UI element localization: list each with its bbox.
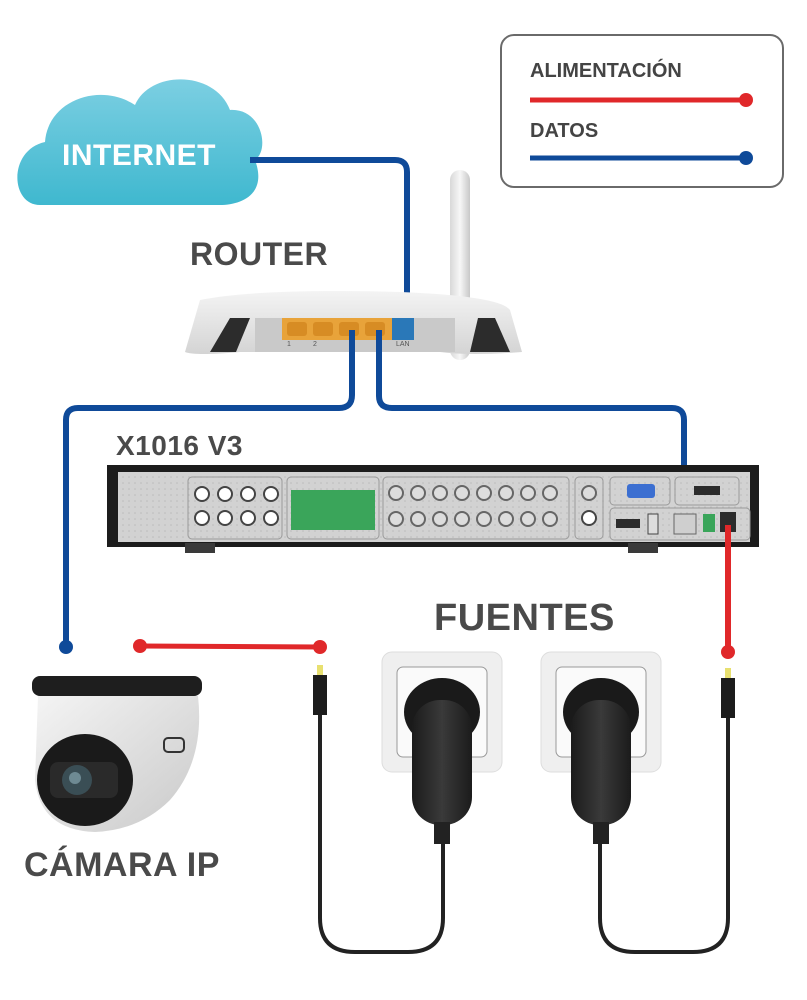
power-cord-left <box>318 715 445 954</box>
router-label: ROUTER <box>190 236 329 272</box>
dvr-model-label: X1016 V3 <box>116 430 243 461</box>
dc-plug-icon <box>313 665 327 715</box>
legend-data-line <box>530 151 753 165</box>
legend-power-label: ALIMENTACIÓN <box>530 60 682 82</box>
legend-data-label: DATOS <box>530 120 599 142</box>
legend-power-line <box>530 93 753 107</box>
router-port-2-label: 2 <box>313 341 317 348</box>
router-port-1-label: 1 <box>287 341 291 348</box>
internet-cloud-icon <box>17 79 263 205</box>
power-cable-camera <box>139 643 321 650</box>
router-port-lan-label: LAN <box>396 341 410 348</box>
ip-camera-icon <box>32 676 202 832</box>
legend: ALIMENTACIÓN DATOS <box>500 34 784 188</box>
dvr-icon <box>107 465 759 553</box>
power-adapter-icon <box>404 678 480 844</box>
data-cable-router-dvr <box>376 330 687 525</box>
data-cable-router-camera <box>63 330 355 645</box>
dc-plug-icon <box>721 668 735 718</box>
data-cable-end-camera <box>59 640 73 654</box>
power-adapter-icon <box>563 678 639 844</box>
power-cord-right <box>598 718 730 954</box>
internet-label: INTERNET <box>62 139 216 172</box>
power-supplies-label: FUENTES <box>434 597 615 639</box>
camera-label: CÁMARA IP <box>24 846 220 884</box>
data-cable-internet-router <box>250 157 410 330</box>
